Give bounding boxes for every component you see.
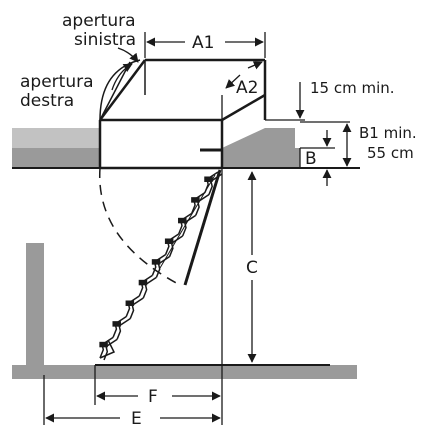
left-wall <box>26 243 44 373</box>
ladder-step <box>164 238 174 244</box>
door-swing-arc <box>99 167 181 286</box>
dimension-a1 <box>144 32 266 58</box>
ladder-step <box>151 259 161 265</box>
ladder-step <box>204 176 213 182</box>
label-e: E <box>131 409 142 428</box>
label-opening-left-2: sinistra <box>74 30 136 50</box>
hatch-box <box>98 58 267 170</box>
label-opening-left-1: apertura <box>62 11 136 31</box>
labels: apertura sinistra apertura destra A1 A2 … <box>20 11 417 428</box>
label-55cm: 55 cm <box>367 144 414 162</box>
label-b: B <box>305 149 317 169</box>
floor <box>12 364 357 379</box>
ladder-step <box>112 321 121 327</box>
opening-arrows <box>111 47 139 91</box>
dimension-b-b1 <box>299 121 352 186</box>
label-opening-right-2: destra <box>20 91 74 111</box>
label-15cm-min: 15 cm min. <box>310 79 395 97</box>
label-f: F <box>148 387 158 407</box>
ladder-foot <box>99 339 116 359</box>
dimension-a2 <box>221 61 263 120</box>
ladder-section-back <box>129 297 144 319</box>
dimension-c <box>221 168 257 425</box>
ladder-step <box>178 217 187 224</box>
label-c: C <box>246 258 258 278</box>
ladder-rail <box>159 169 222 286</box>
dimension-e <box>43 375 221 425</box>
ceiling-left <box>12 148 100 168</box>
label-a1: A1 <box>192 33 214 53</box>
ceiling-left-top <box>12 128 100 148</box>
ladder-step <box>191 197 200 203</box>
label-b1-min: B1 min. <box>359 124 417 142</box>
ceiling-right <box>222 128 300 168</box>
dimension-15cm <box>265 82 305 121</box>
ladder-step <box>138 279 148 286</box>
ladder-section-back <box>195 194 210 216</box>
ladder-section-back <box>116 318 131 340</box>
label-a2: A2 <box>236 78 258 98</box>
ladder-step <box>125 300 135 306</box>
ceiling-slab <box>12 128 360 169</box>
dimension-f <box>94 365 221 405</box>
label-opening-right-1: apertura <box>20 72 94 92</box>
ladder-step <box>99 341 108 348</box>
ladder-section-back <box>142 276 157 299</box>
